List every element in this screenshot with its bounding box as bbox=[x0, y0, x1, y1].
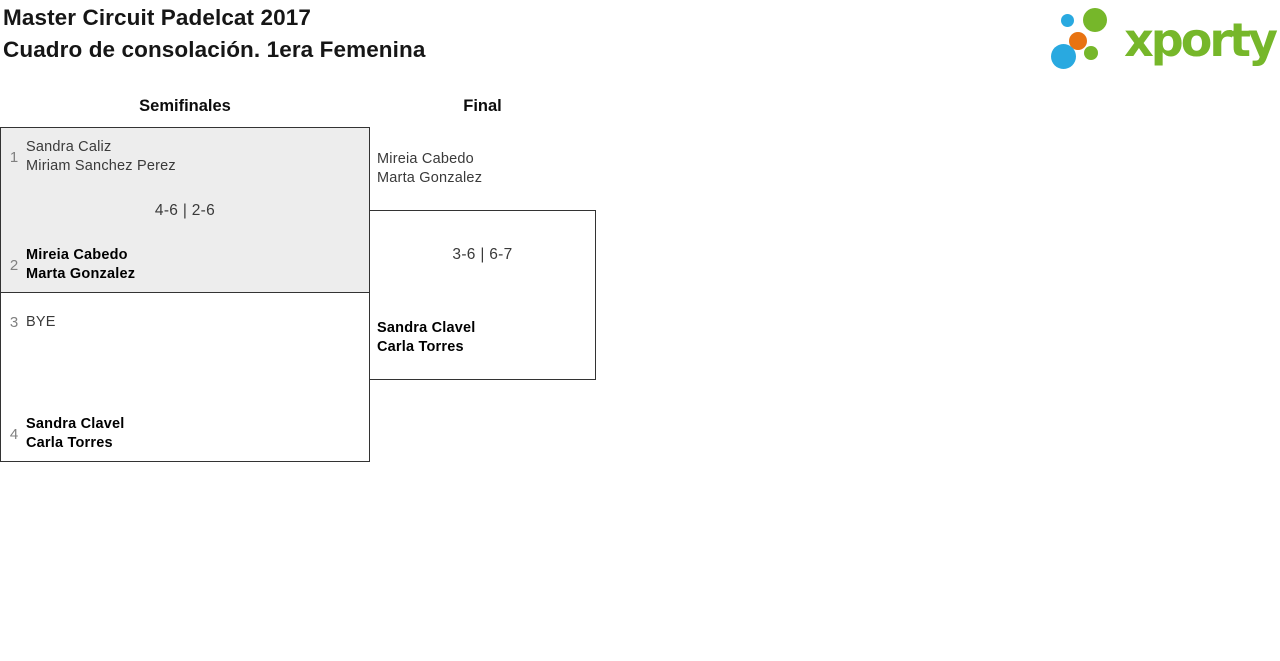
team-slot: Sandra Clavel Carla Torres bbox=[377, 319, 588, 357]
match-semifinal-2[interactable]: 3 BYE 4 Sandra Clavel Carla Torres bbox=[0, 292, 370, 462]
team-slot: 2 Mireia Cabedo Marta Gonzalez bbox=[8, 246, 362, 284]
seed-number: 2 bbox=[9, 256, 19, 274]
category-subtitle: Cuadro de consolación. 1era Femenina bbox=[3, 37, 426, 62]
logo-dot bbox=[1083, 8, 1107, 32]
match-score: 4-6 | 2-6 bbox=[154, 202, 216, 219]
player-name: BYE bbox=[26, 313, 56, 330]
team-names: Mireia Cabedo Marta Gonzalez bbox=[26, 246, 135, 284]
header: Master Circuit Padelcat 2017 Cuadro de c… bbox=[3, 2, 425, 66]
player-name: Mireia Cabedo bbox=[377, 151, 474, 167]
xporty-logo-text: xporty bbox=[1124, 13, 1278, 67]
team-names: Sandra Clavel Carla Torres bbox=[26, 415, 125, 453]
team-names: Sandra Clavel Carla Torres bbox=[377, 319, 476, 357]
player-name: Carla Torres bbox=[377, 339, 464, 355]
logo-dot bbox=[1051, 44, 1076, 69]
logo-dot bbox=[1061, 14, 1074, 27]
player-name: Mireia Cabedo bbox=[26, 247, 128, 263]
xporty-logo[interactable]: xporty bbox=[1046, 4, 1278, 72]
xporty-dots-icon bbox=[1046, 4, 1108, 72]
player-name: Sandra Caliz bbox=[26, 139, 112, 155]
team-names: Mireia Cabedo Marta Gonzalez bbox=[377, 150, 482, 188]
team-slot: 3 BYE bbox=[8, 303, 362, 341]
final-team-top: Mireia Cabedo Marta Gonzalez bbox=[377, 150, 482, 188]
player-name: Miriam Sanchez Perez bbox=[26, 158, 176, 174]
seed-number: 4 bbox=[9, 425, 19, 443]
team-names: BYE bbox=[26, 313, 56, 332]
player-name: Marta Gonzalez bbox=[377, 170, 483, 186]
seed-number: 3 bbox=[9, 313, 19, 331]
player-name: Marta Gonzalez bbox=[26, 266, 136, 282]
logo-dot bbox=[1084, 46, 1098, 60]
player-name: Sandra Clavel bbox=[377, 320, 476, 336]
round-header-semifinales: Semifinales bbox=[139, 97, 231, 115]
player-name: Carla Torres bbox=[26, 435, 113, 451]
seed-number: 1 bbox=[9, 148, 19, 166]
team-names: Sandra Caliz Miriam Sanchez Perez bbox=[26, 138, 176, 176]
team-slot: 1 Sandra Caliz Miriam Sanchez Perez bbox=[8, 138, 362, 176]
player-name: Sandra Clavel bbox=[26, 416, 125, 432]
round-header-final: Final bbox=[463, 97, 502, 115]
match-semifinal-1[interactable]: 1 Sandra Caliz Miriam Sanchez Perez 4-6 … bbox=[0, 127, 370, 293]
logo-dot bbox=[1069, 32, 1087, 50]
match-final[interactable]: 3-6 | 6-7 Sandra Clavel Carla Torres bbox=[369, 210, 596, 380]
team-slot: 4 Sandra Clavel Carla Torres bbox=[8, 415, 362, 453]
tournament-title: Master Circuit Padelcat 2017 bbox=[3, 5, 311, 30]
match-score: 3-6 | 6-7 bbox=[452, 246, 513, 263]
